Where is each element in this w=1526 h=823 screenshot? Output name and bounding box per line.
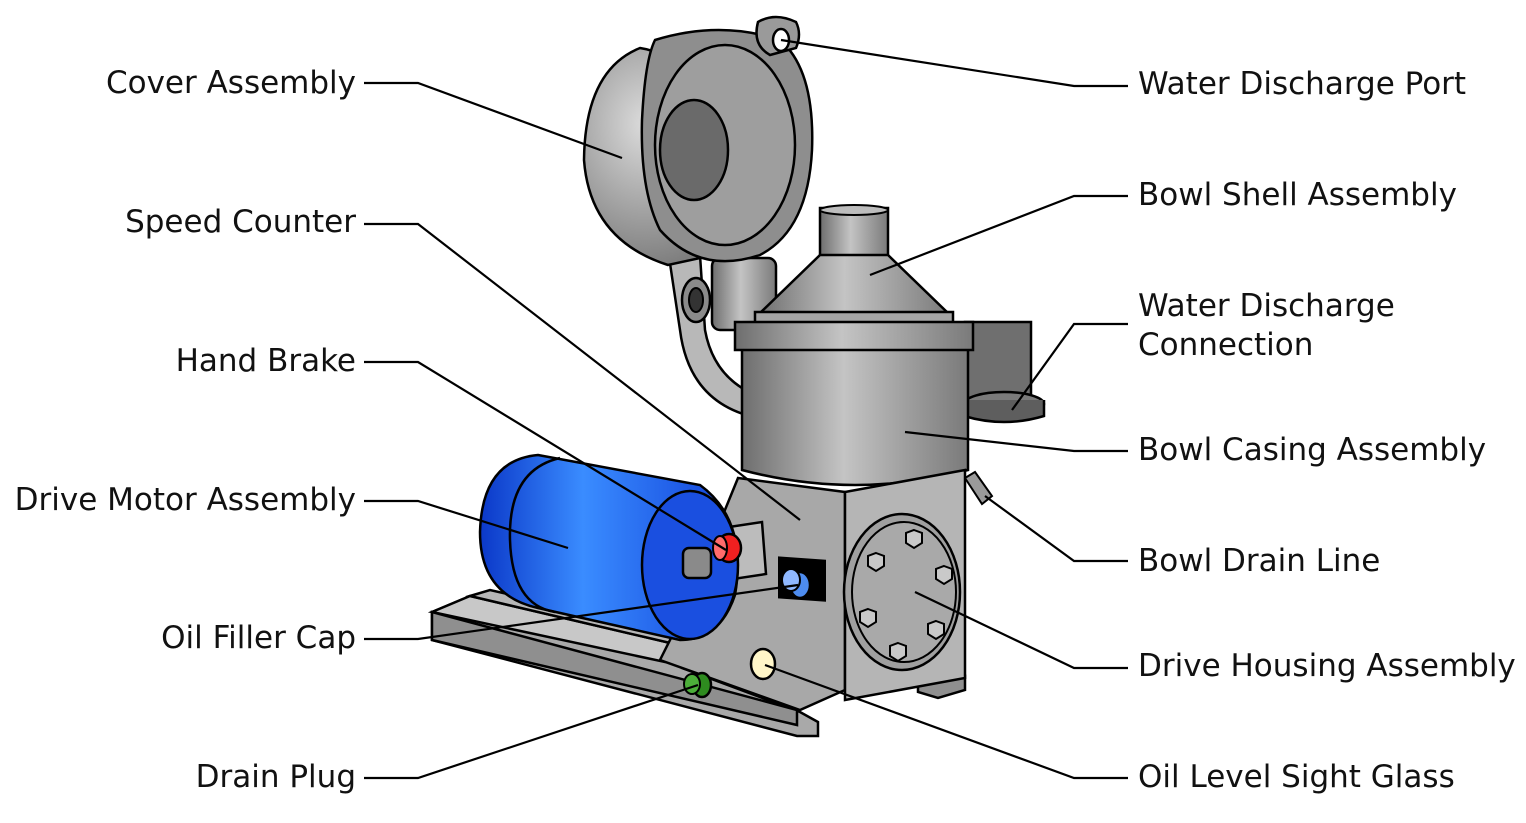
leader-lines — [364, 38, 1128, 780]
label-drive-motor-assembly: Drive Motor Assembly — [14, 482, 356, 518]
housing-bolts — [859, 528, 953, 663]
water-discharge-connection — [962, 320, 1046, 424]
oil-level-sight-glass — [749, 647, 777, 681]
leader-bowl-shell — [869, 194, 1128, 277]
leader-hand-brake — [364, 360, 727, 551]
cover-assembly — [582, 15, 814, 422]
leader-water-discharge-connection — [1011, 322, 1128, 411]
bowl-shell-assembly — [753, 204, 955, 326]
drive-motor-assembly — [478, 453, 740, 642]
label-speed-counter: Speed Counter — [125, 204, 356, 240]
label-hand-brake: Hand Brake — [175, 343, 356, 379]
leader-bowl-casing — [904, 430, 1128, 453]
leader-drive-motor — [364, 499, 569, 550]
label-water-discharge-connection-line2: Connection — [1138, 327, 1314, 363]
label-cover-assembly: Cover Assembly — [105, 65, 356, 101]
bowl-casing-assembly — [733, 320, 975, 487]
label-oil-level-sight-glass: Oil Level Sight Glass — [1138, 759, 1455, 795]
leader-water-discharge-port — [780, 38, 1128, 88]
leader-bowl-drain-line — [984, 495, 1128, 563]
drive-housing-assembly — [658, 468, 967, 712]
label-water-discharge-connection-line1: Water Discharge — [1138, 288, 1395, 324]
label-water-discharge-port: Water Discharge Port — [1138, 66, 1467, 102]
leader-drive-housing — [914, 591, 1128, 670]
label-bowl-shell-assembly: Bowl Shell Assembly — [1138, 177, 1457, 213]
label-bowl-drain-line: Bowl Drain Line — [1138, 543, 1381, 579]
leader-speed-counter — [364, 222, 801, 521]
label-bowl-casing-assembly: Bowl Casing Assembly — [1138, 432, 1487, 468]
leader-oil-level-sight-glass — [764, 663, 1128, 780]
leader-cover-assembly — [364, 81, 623, 160]
leader-drain-plug — [364, 683, 699, 780]
hand-brake-knob — [712, 532, 743, 564]
label-drain-plug: Drain Plug — [195, 759, 356, 795]
label-oil-filler-cap: Oil Filler Cap — [161, 620, 356, 656]
label-drive-housing-assembly: Drive Housing Assembly — [1138, 648, 1516, 684]
leader-oil-filler-cap — [364, 583, 799, 641]
